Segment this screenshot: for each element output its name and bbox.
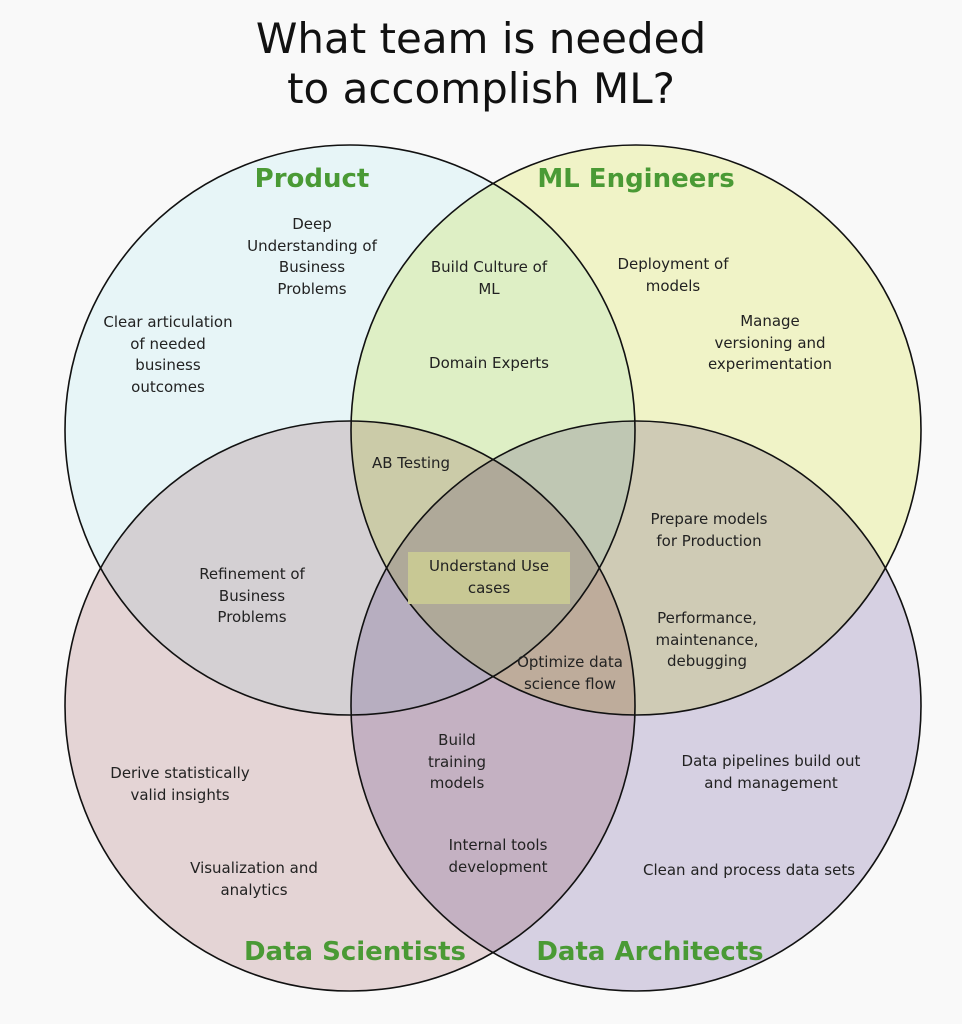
venn-outlines: [64, 144, 922, 992]
data-scientists-circle-outline: [64, 420, 636, 992]
ml-engineers-circle-outline: [350, 144, 922, 716]
center-highlight-box: [408, 552, 570, 604]
label-refinement: Refinement of Business Problems: [199, 565, 305, 626]
label-performance: Performance, maintenance, debugging: [655, 609, 759, 670]
label-build-culture: Build Culture of ML: [430, 258, 548, 298]
group-title-ml-engineers: ML Engineers: [537, 164, 735, 194]
diagram-title: What team is needed to accomplish ML?: [255, 14, 707, 113]
label-derive-insights: Derive statistically valid insights: [110, 764, 250, 804]
label-deployment: Deployment of models: [617, 255, 729, 295]
group-title-data-architects: Data Architects: [536, 937, 764, 967]
label-deep-understanding: Deep Understanding of Business Problems: [247, 215, 377, 298]
data-architects-circle-outline: [350, 420, 922, 992]
label-manage-versioning: Manage versioning and experimentation: [707, 312, 833, 373]
label-visualization: Visualization and analytics: [190, 859, 318, 899]
group-title-data-scientists: Data Scientists: [243, 937, 467, 967]
data-architects-circle: [351, 421, 921, 991]
group-title-product: Product: [254, 164, 370, 194]
label-optimize-flow: Optimize data science flow: [517, 653, 623, 693]
label-understand-use-cases: Understand Use cases: [428, 557, 550, 597]
label-ab-testing: AB Testing: [371, 454, 451, 472]
label-build-training: Build training models: [427, 731, 487, 792]
label-clear-articulation: Clear articulation of needed business ou…: [103, 313, 233, 396]
label-clean-process: Clean and process data sets: [642, 861, 856, 879]
label-domain-experts: Domain Experts: [429, 354, 549, 372]
label-internal-tools: Internal tools development: [448, 836, 548, 876]
product-circle-outline: [64, 144, 636, 716]
label-data-pipelines: Data pipelines build out and management: [681, 752, 861, 792]
label-prepare-models: Prepare models for Production: [650, 510, 768, 550]
